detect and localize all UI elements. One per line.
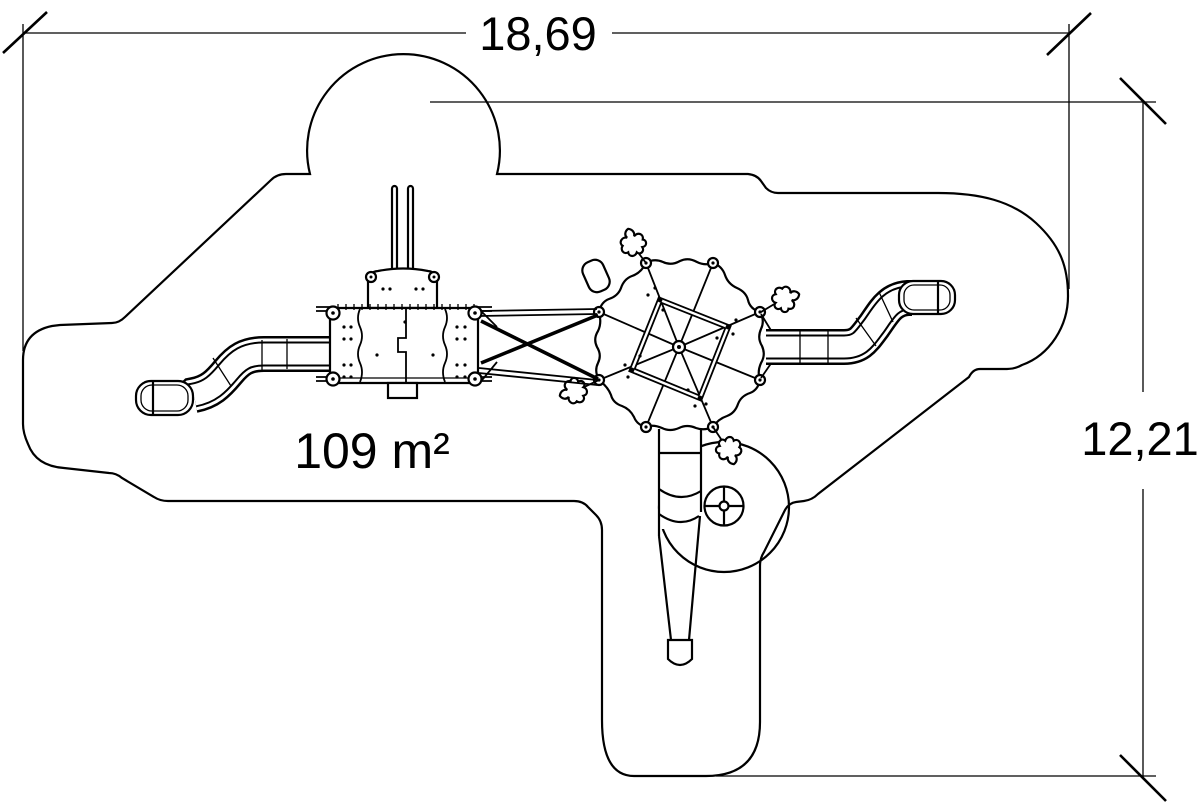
climbing-net	[558, 227, 801, 466]
entry-step	[386, 381, 419, 400]
width-dimension-label: 18,69	[479, 7, 597, 60]
safety-area-outline	[21, 53, 1070, 778]
main-platform	[316, 304, 492, 387]
lower-chute	[657, 429, 703, 667]
right-slide-exit-cap	[897, 279, 957, 316]
area-label: 109 m²	[294, 423, 450, 479]
firemans-poles	[390, 184, 415, 273]
rope-bridge	[477, 307, 599, 386]
spiral-slide-hub	[703, 485, 745, 527]
upper-platform	[364, 267, 441, 310]
top-width-dimension	[2, 11, 1092, 351]
right-height-dimension	[430, 77, 1167, 802]
net-platform	[628, 296, 732, 402]
rope-clamps	[623, 286, 738, 408]
grip-handle	[581, 258, 611, 294]
left-tube-slide	[134, 336, 333, 417]
tower-structure	[134, 184, 492, 417]
slide-end-cap	[666, 638, 694, 667]
right-tube-slide	[760, 279, 957, 379]
leaf-grips	[558, 227, 801, 466]
height-dimension-label: 12,21	[1081, 412, 1199, 465]
left-slide-exit-cap	[134, 379, 195, 417]
